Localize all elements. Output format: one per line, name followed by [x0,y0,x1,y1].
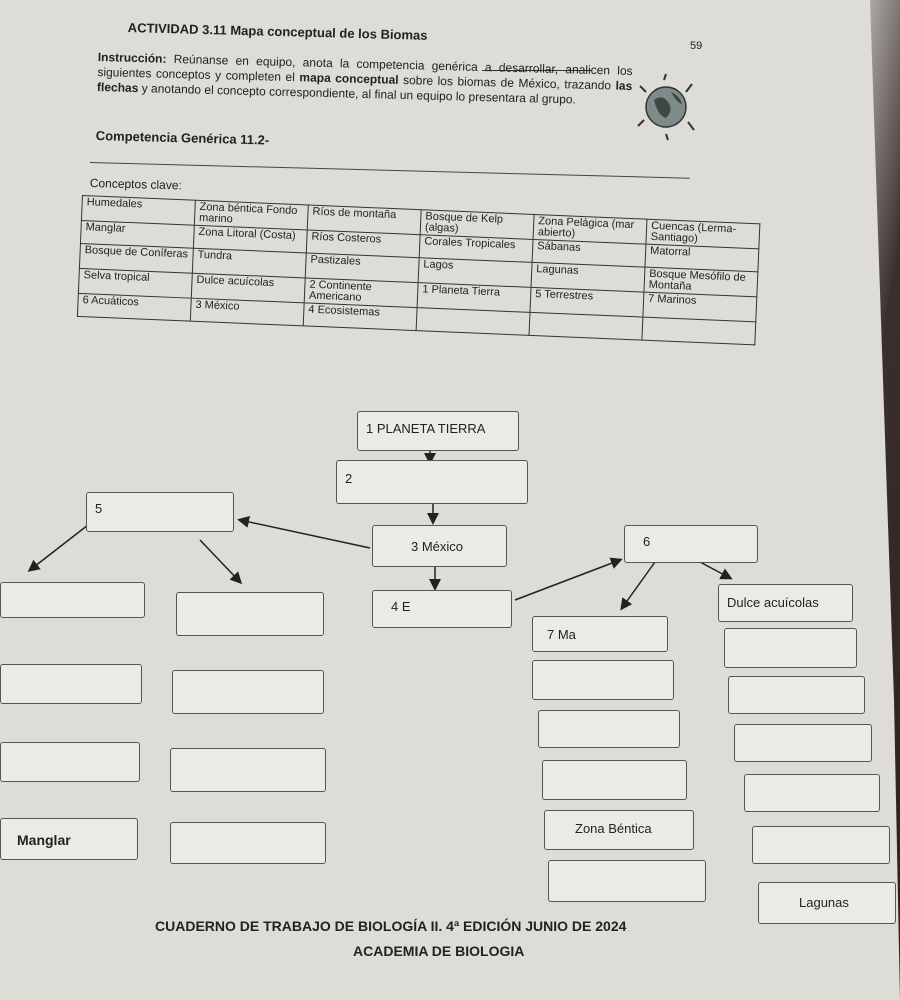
blank-box[interactable] [170,822,326,864]
blank-box[interactable] [0,742,140,782]
blank-box[interactable] [724,628,857,668]
page-number: 59 [690,40,703,52]
blank-box[interactable] [542,760,687,800]
map-node-2[interactable]: 2 [336,460,528,504]
map-node-4[interactable]: 4 E [372,590,512,628]
blank-box[interactable] [172,670,324,714]
blank-box[interactable] [532,660,674,700]
arrow-6-to-dulce [699,561,733,580]
title-blank-line [482,70,592,71]
blank-box[interactable] [752,826,890,864]
arrow-5-left [27,524,89,572]
map-node-1-planeta-tierra[interactable]: 1 PLANETA TIERRA [357,411,519,451]
blank-box[interactable] [728,676,865,714]
arrow-3-to-5 [237,516,371,549]
map-node-3-mexico[interactable]: 3 México [372,525,507,567]
map-node-dulce-acuicolas[interactable]: Dulce acuícolas [718,584,853,622]
map-node-6[interactable]: 6 [624,525,758,563]
blank-box[interactable] [0,582,145,618]
blank-box[interactable] [176,592,324,636]
footer-title: CUADERNO DE TRABAJO DE BIOLOGÍA II. 4ª E… [155,918,627,934]
blank-box[interactable] [734,724,872,762]
arrow-5-right [199,539,243,585]
map-node-5[interactable]: 5 [86,492,234,532]
blank-box[interactable] [170,748,326,792]
globe-icon [637,73,695,141]
blank-box[interactable] [744,774,880,812]
footer-subtitle: ACADEMIA DE BIOLOGIA [353,943,525,959]
blank-box[interactable] [538,710,680,748]
arrow-6-to-7 [620,561,656,611]
map-node-zona-bentica[interactable]: Zona Béntica [544,810,694,850]
blank-box[interactable] [0,664,142,704]
map-node-lagunas[interactable]: Lagunas [758,882,896,924]
map-node-manglar[interactable]: Manglar [0,818,138,860]
blank-box[interactable] [548,860,706,902]
map-node-7[interactable]: 7 Ma [532,616,668,652]
arrow-4-to-6 [514,557,623,601]
